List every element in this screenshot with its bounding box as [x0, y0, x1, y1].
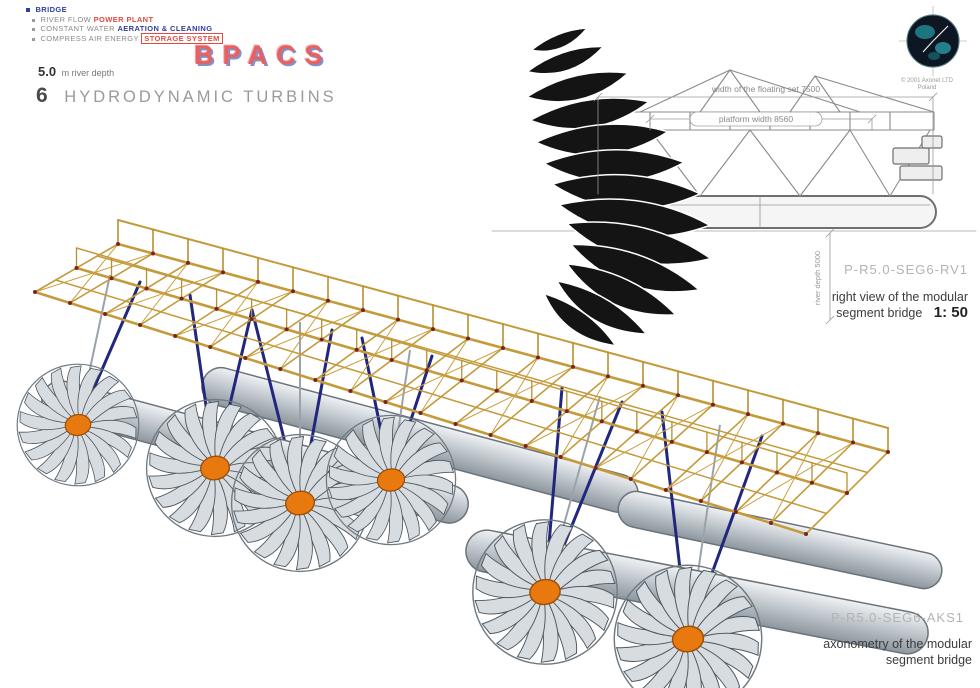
right-view-code: P-R5.0-SEG6-RV1	[844, 262, 968, 277]
feature-power-plant: RIVER FLOW POWER PLANT	[26, 14, 223, 25]
generator-unit	[892, 135, 943, 181]
header-feature-list: BRIDGE RIVER FLOW POWER PLANT CONSTANT W…	[26, 5, 223, 44]
bullet-square-icon	[26, 8, 30, 12]
turbine-count: 6	[36, 84, 49, 107]
dim-label-floating-set: width of the floating set 7500	[711, 84, 820, 94]
bullet-square-icon	[32, 37, 35, 41]
truss-deck	[33, 219, 890, 536]
river-depth-note: 5.0 m river depth	[38, 64, 114, 79]
feature-accent: AERATION & CLEANING	[117, 24, 213, 33]
feature-storage: COMPRESS AIR ENERGY STORAGE SYSTEM	[26, 32, 223, 44]
turbine-wheels	[16, 363, 763, 688]
axonometry-view	[16, 219, 943, 688]
bullet-square-icon	[32, 18, 35, 22]
stamp-line1: © 2001 Axonet LTD	[900, 78, 953, 84]
axonometry-code: P-R5.0-SEG6-AKS1	[830, 610, 964, 625]
feature-accent: STORAGE SYSTEM	[141, 32, 223, 44]
feature-plain: CONSTANT WATER	[40, 24, 118, 33]
bullet-square-icon	[32, 28, 35, 31]
globe-logo	[899, 6, 967, 76]
right-view-inset: width of the floating set 7500 platform …	[491, 27, 977, 347]
bridge-label: BRIDGE	[26, 5, 223, 15]
caption-line2: segment bridge	[885, 653, 972, 667]
dim-label-platform-width: platform width 8560	[719, 114, 793, 124]
depth-unit: m river depth	[61, 68, 115, 78]
page-title: 6 HYDRODYNAMIC TURBINS	[36, 84, 337, 108]
feature-plain: COMPRESS AIR ENERGY	[40, 33, 142, 43]
bpacs-logo: BPACS	[194, 40, 332, 70]
stamp-line2: Poland	[917, 85, 937, 91]
bridge-text: BRIDGE	[35, 5, 68, 14]
caption-line2: segment bridge	[836, 306, 923, 320]
scale-label: 1: 50	[933, 304, 968, 321]
caption-line1: axonometry of the modular	[823, 637, 972, 651]
depth-value: 5.0	[38, 64, 57, 79]
caption-line1: right view of the modular	[831, 290, 968, 304]
axonometry-caption: axonometry of the modular segment bridge	[823, 636, 972, 668]
feature-aeration: CONSTANT WATER AERATION & CLEANING	[26, 24, 223, 34]
feature-accent: POWER PLANT	[93, 14, 154, 24]
right-view-caption: right view of the modular segment bridge…	[832, 289, 968, 321]
title-text: HYDRODYNAMIC TURBINS	[64, 88, 337, 106]
copyright-stamp: © 2001 Axonet LTD Poland	[882, 78, 972, 92]
helical-turbine-side	[525, 27, 713, 347]
dim-label-river-depth: river depth 5000	[813, 251, 822, 305]
feature-plain: RIVER FLOW	[40, 14, 94, 24]
